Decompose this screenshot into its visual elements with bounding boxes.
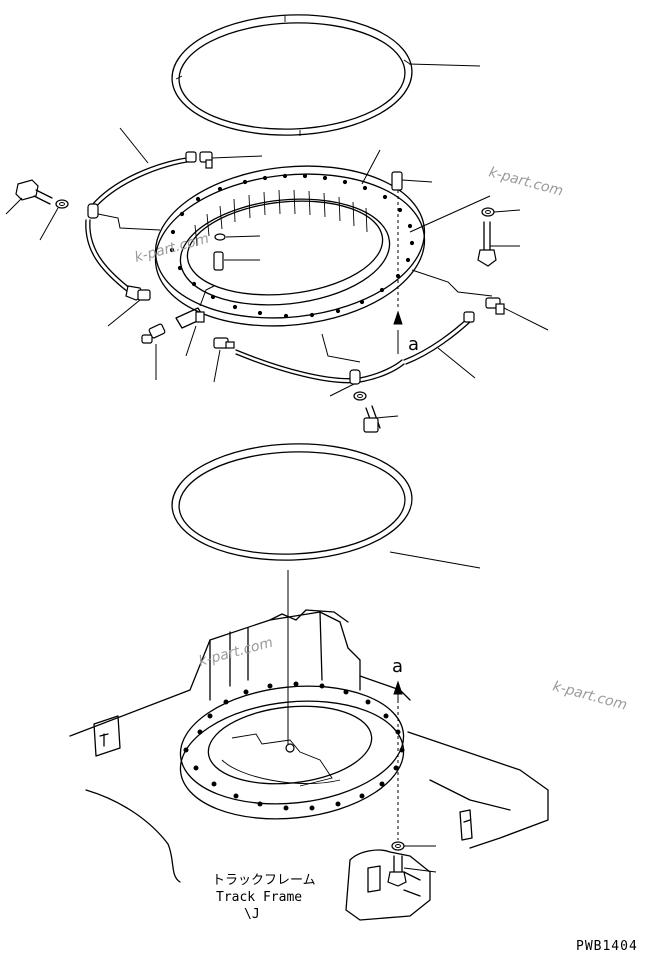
- grease-fitting-mid: [213, 337, 235, 383]
- bolt-bottom: [387, 855, 437, 887]
- grease-tube-upper: [85, 127, 197, 293]
- bolt-right: [409, 195, 520, 267]
- track-frame-label-jp: トラックフレーム: [212, 873, 316, 888]
- washer-bottom: [391, 841, 436, 851]
- drawing-code: PWB1404: [576, 939, 638, 954]
- grease-tube-lower: [235, 333, 405, 397]
- view-mark-top: a: [408, 334, 419, 355]
- frame-mount-ring: [179, 681, 405, 820]
- elbow-fitting-right: [485, 297, 549, 331]
- bolt-holes-bottom: [183, 681, 405, 811]
- washer-lower: [353, 391, 367, 401]
- track-frame-label-sub: \J: [244, 907, 260, 922]
- leader-swing-circle: [361, 149, 381, 185]
- view-mark-bottom: a: [392, 656, 403, 677]
- track-frame: [69, 609, 549, 921]
- bolt-lower: [363, 405, 399, 433]
- bolt-left: [5, 179, 53, 215]
- view-arrow-top: [393, 190, 403, 354]
- gear-teeth: [194, 189, 368, 247]
- leader-tube-upper: [119, 127, 149, 164]
- watermark-2: k-part.com: [133, 231, 211, 266]
- washer-right: [481, 207, 521, 217]
- elbow-fitting-top: [199, 151, 263, 169]
- bottom-seal-ring: [171, 443, 481, 748]
- watermark-4: k-part.com: [551, 678, 629, 713]
- grease-tube-right: [403, 311, 476, 379]
- view-arrow-bottom: [393, 680, 403, 840]
- leader-top-seal: [408, 63, 481, 67]
- tube-clamp-centre: [175, 285, 215, 357]
- dowel-pin-right: [391, 171, 433, 191]
- track-frame-label-en: Track Frame: [216, 890, 302, 905]
- dowel-pin-left: [213, 233, 261, 271]
- top-seal-ring: [171, 14, 481, 136]
- washer-left: [39, 199, 69, 241]
- leader-bottom-seal: [389, 551, 481, 569]
- swing-circle: [97, 149, 493, 327]
- grease-fitting-left: [141, 323, 166, 380]
- watermark-3: k-part.com: [197, 635, 275, 670]
- adapter-left: [107, 285, 151, 327]
- bolt-holes-top: [169, 173, 415, 319]
- watermark-1: k-part.com: [487, 164, 565, 199]
